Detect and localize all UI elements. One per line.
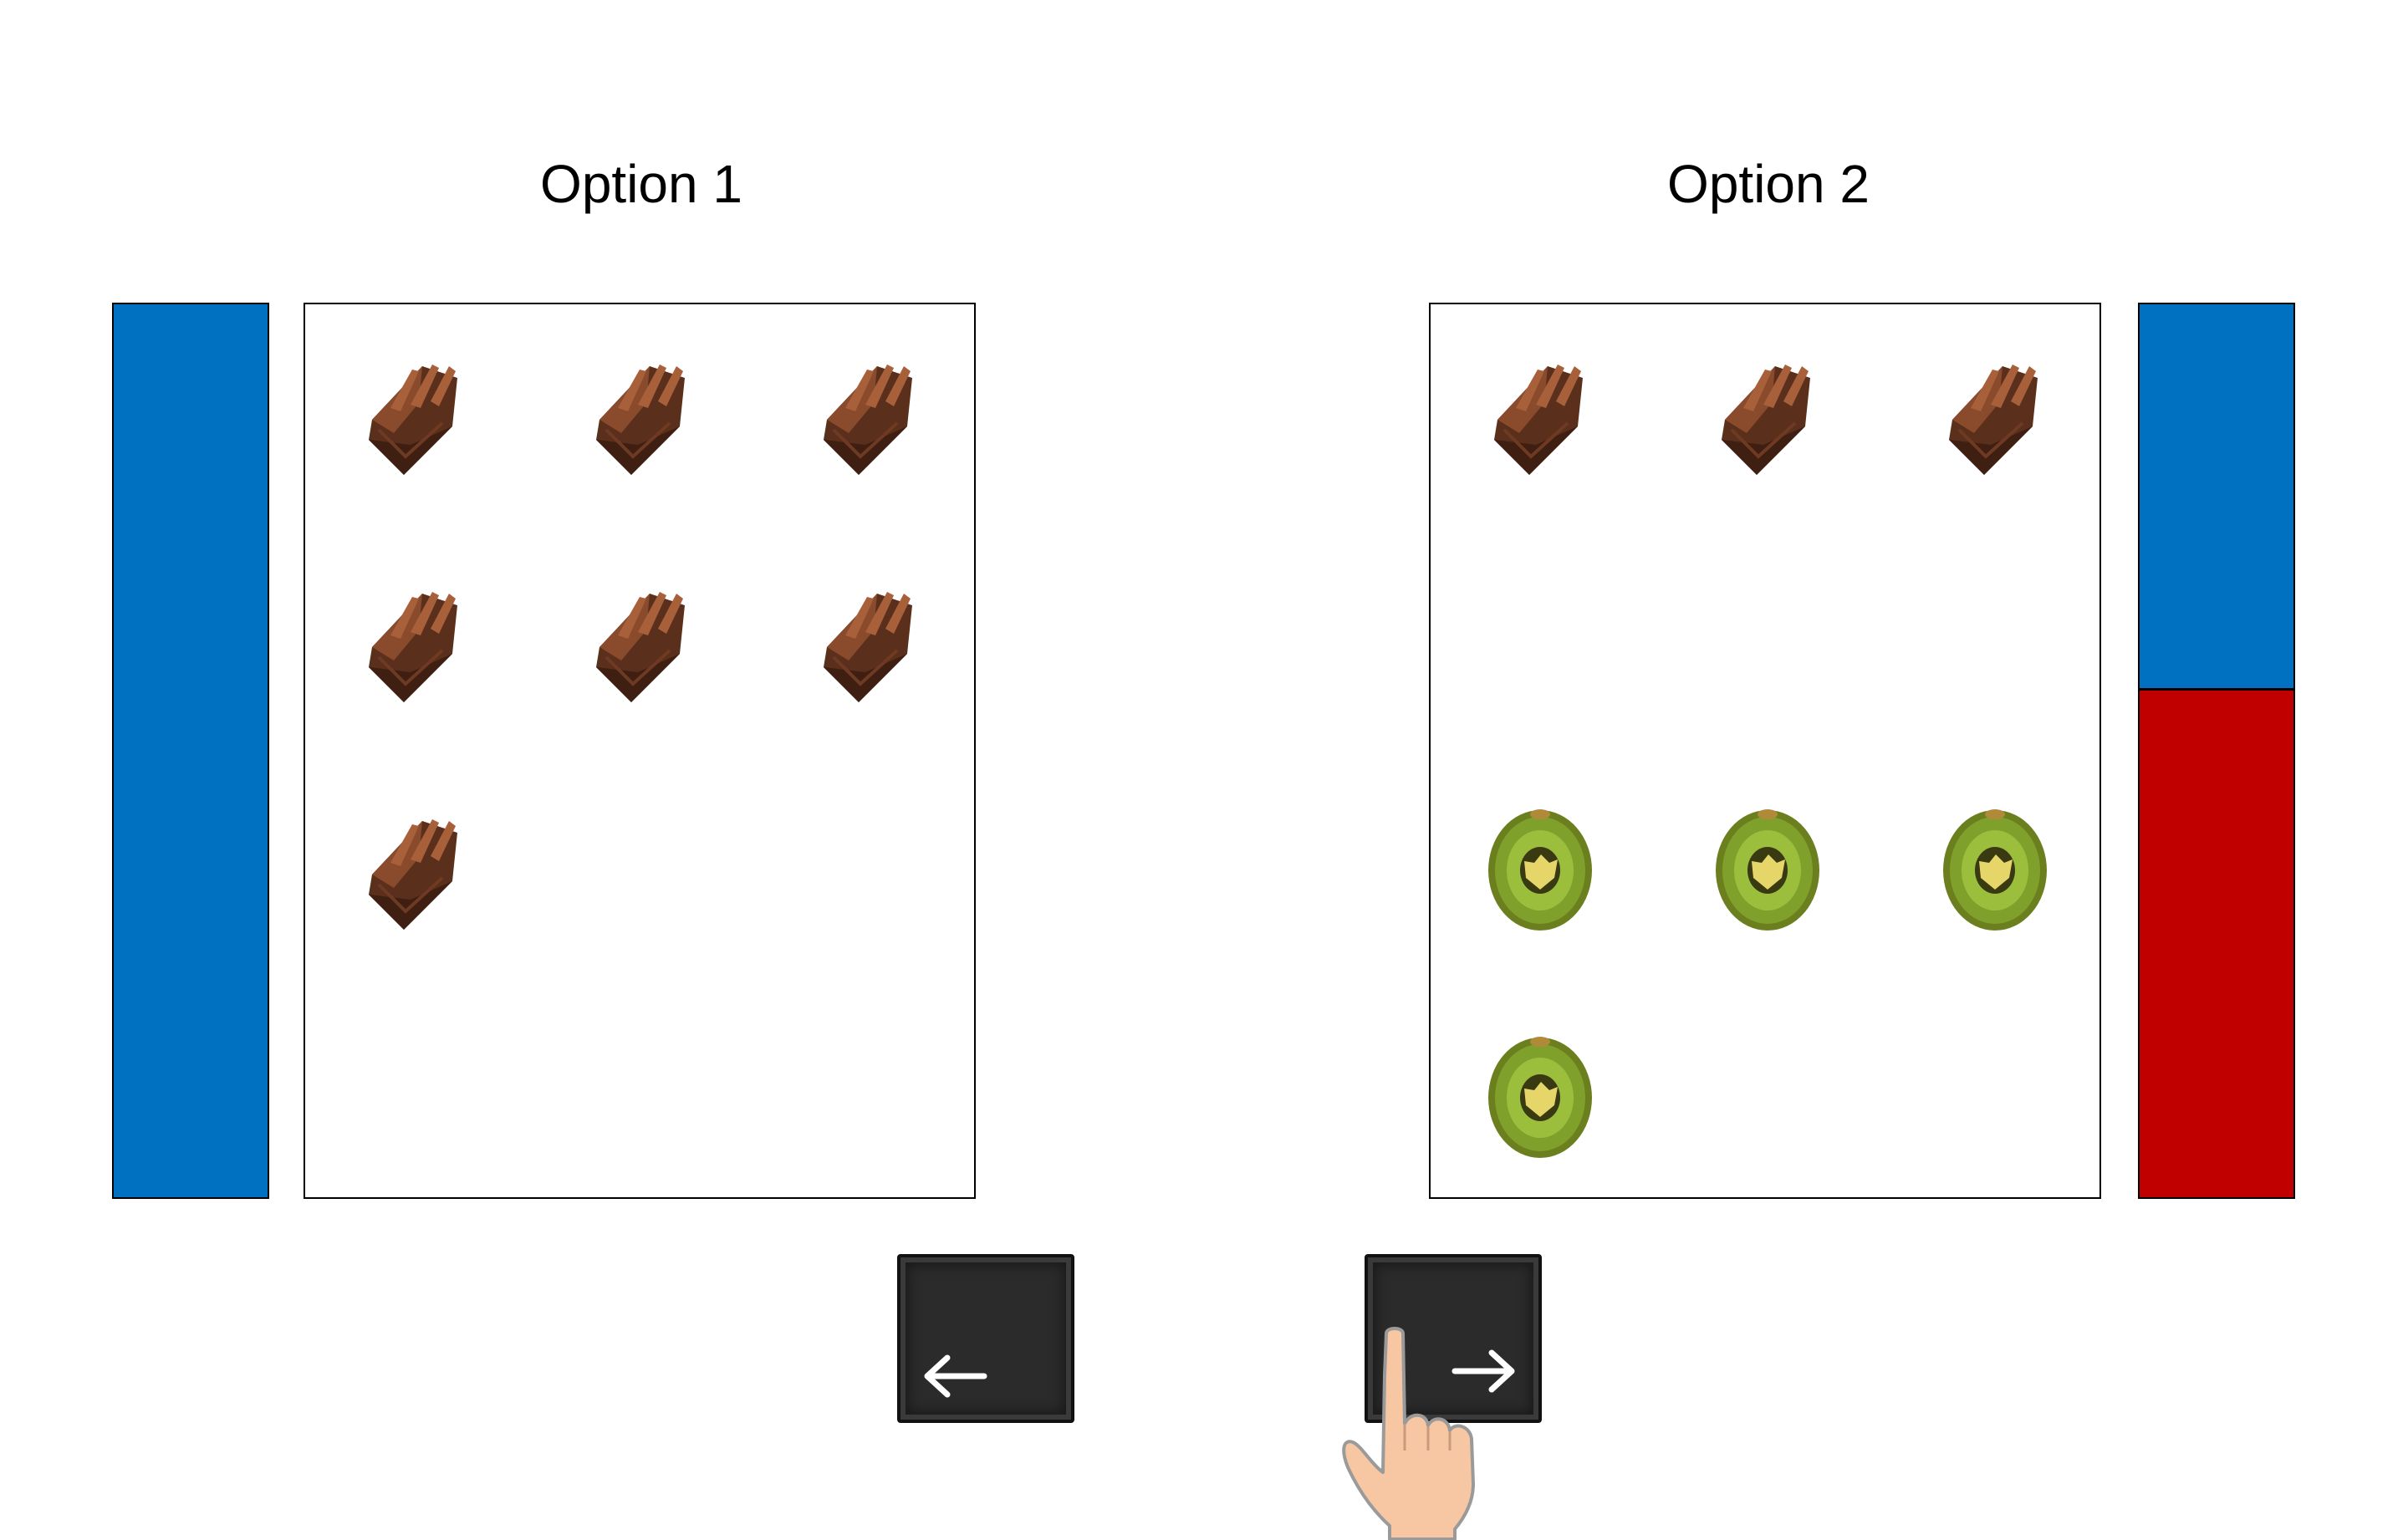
left-arrow-key[interactable] xyxy=(897,1254,1074,1423)
option-1-title: Option 1 xyxy=(540,154,742,214)
chocolate-icon xyxy=(815,580,924,706)
option-2-panel[interactable] xyxy=(1429,303,2101,1199)
option-1-panel[interactable] xyxy=(304,303,976,1199)
hand-pointer-icon xyxy=(1338,1325,1497,1540)
chocolate-icon xyxy=(588,580,696,706)
chocolate-icon xyxy=(1713,353,1822,478)
chocolate-icon xyxy=(1486,353,1594,478)
chocolate-icon xyxy=(588,353,696,478)
right-arrow-icon xyxy=(1451,1349,1515,1393)
red-segment xyxy=(2140,688,2293,1197)
blue-segment xyxy=(114,304,268,1197)
kiwi-icon xyxy=(1486,1035,1594,1160)
chocolate-icon xyxy=(1941,353,2049,478)
option-2-value-bar xyxy=(2138,303,2295,1199)
kiwi-icon xyxy=(1713,808,1822,933)
kiwi-icon xyxy=(1486,808,1594,933)
option-2-title: Option 2 xyxy=(1667,154,1870,214)
chocolate-icon xyxy=(815,353,924,478)
left-arrow-icon xyxy=(924,1354,987,1398)
chocolate-icon xyxy=(360,580,469,706)
blue-segment xyxy=(2140,304,2293,688)
option-1-value-bar xyxy=(112,303,269,1199)
chocolate-icon xyxy=(360,353,469,478)
chocolate-icon xyxy=(360,808,469,933)
kiwi-icon xyxy=(1941,808,2049,933)
